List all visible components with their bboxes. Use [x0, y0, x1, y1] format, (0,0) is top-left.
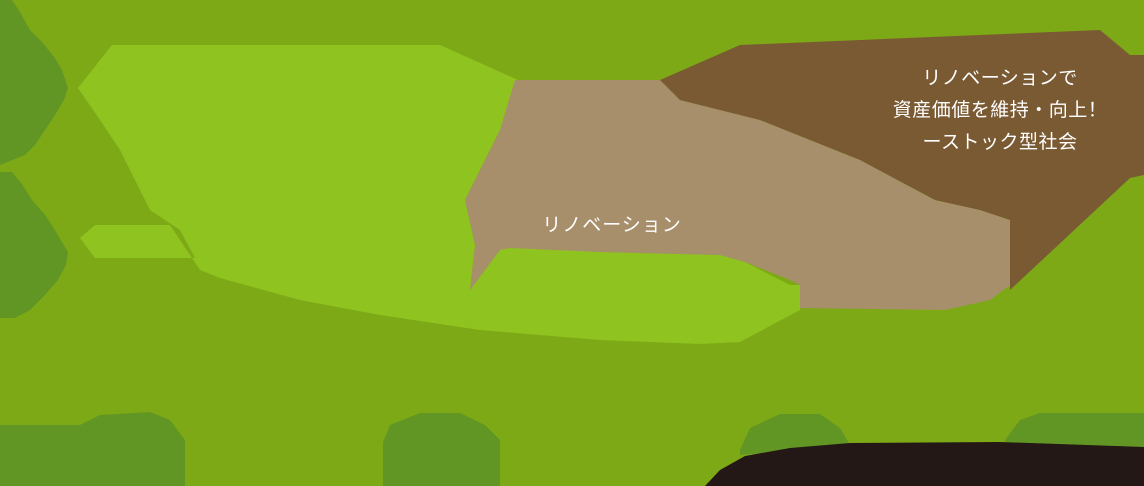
footer-caption-strip	[705, 442, 1144, 486]
stock-society-line-1: リノベーションで	[922, 67, 1078, 89]
left-top-box	[0, 0, 68, 165]
left-bottom-box	[0, 172, 68, 318]
renovation-shape	[465, 80, 1010, 310]
traditional-value-shape	[78, 45, 800, 344]
stock-society-line-2: 資産価値を維持・向上！	[892, 99, 1108, 121]
stock-society-label: リノベーションで 資産価値を維持・向上！ ーストック型社会	[872, 62, 1128, 158]
timeline-box-3	[740, 414, 850, 455]
timeline-box-2	[383, 413, 500, 486]
stock-society-line-3: ーストック型社会	[922, 131, 1078, 153]
timeline-box-1	[0, 412, 185, 486]
timeline-box-4	[1005, 413, 1144, 450]
stock-society-shape	[660, 30, 1144, 290]
renovation-label: リノベーション	[542, 214, 682, 236]
